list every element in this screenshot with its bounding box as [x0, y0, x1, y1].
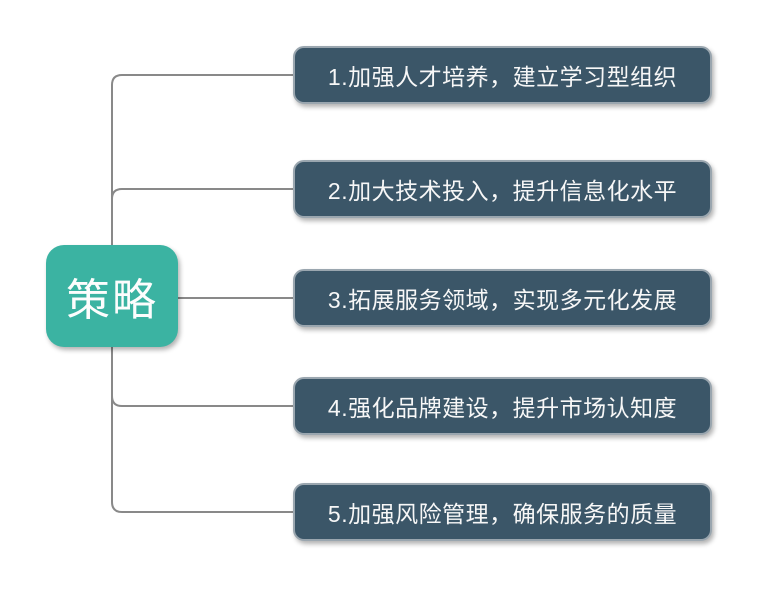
connector-branch-4: [111, 395, 293, 407]
connector-branch-5: [111, 347, 293, 513]
branch-node-label: 4.强化品牌建设，提升市场认知度: [327, 395, 678, 421]
branch-node-5[interactable]: 5.加强风险管理，确保服务的质量: [293, 483, 712, 541]
root-node-label: 策略: [66, 276, 158, 325]
branch-node-label: 5.加强风险管理，确保服务的质量: [327, 501, 678, 527]
branch-node-label: 1.加强人才培养，建立学习型组织: [327, 64, 678, 90]
root-node-strategy[interactable]: 策略: [46, 245, 178, 347]
branch-node-label: 2.加大技术投入，提升信息化水平: [327, 178, 678, 204]
connector-branch-1: [111, 74, 293, 245]
branch-node-4[interactable]: 4.强化品牌建设，提升市场认知度: [293, 377, 712, 435]
branch-node-1[interactable]: 1.加强人才培养，建立学习型组织: [293, 46, 712, 104]
branch-node-2[interactable]: 2.加大技术投入，提升信息化水平: [293, 160, 712, 218]
branch-node-3[interactable]: 3.拓展服务领域，实现多元化发展: [293, 269, 712, 327]
connector-branch-2: [111, 188, 293, 200]
branch-node-label: 3.拓展服务领域，实现多元化发展: [327, 287, 678, 313]
